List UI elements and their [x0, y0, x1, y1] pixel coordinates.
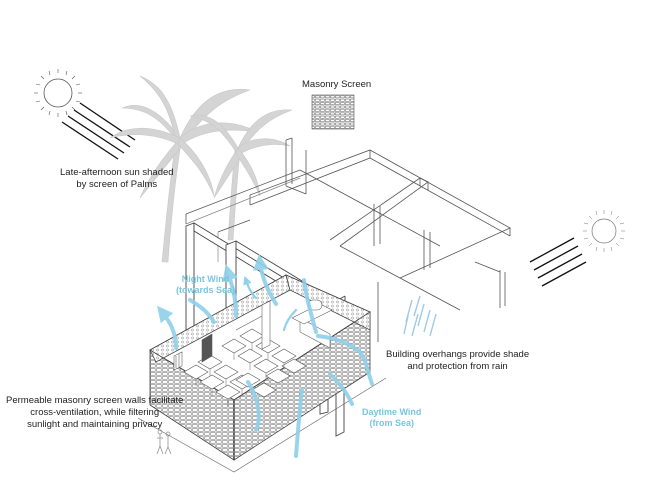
night-wind-label: Night Wind (towards Sea): [176, 274, 236, 295]
overhangs-label: Building overhangs provide shade and pro…: [386, 349, 530, 372]
roof-frame: [185, 137, 511, 342]
wind-arrow-thin: [243, 275, 298, 332]
building-base: [137, 274, 387, 473]
masonry-screen-sample: [311, 94, 355, 130]
rain-icon: [403, 295, 437, 337]
daytime-wind-label: Daytime Wind (from Sea): [362, 407, 422, 428]
permeable-walls-label: Permeable masonry screen walls facilitat…: [6, 395, 184, 430]
sun-icon: [34, 69, 82, 117]
sun-icon: [583, 210, 625, 252]
person-icon: [156, 429, 172, 455]
wind-arrow-icon: [157, 254, 374, 458]
palms-label: Late-afternoon sun shaded by screen of P…: [60, 167, 174, 190]
sun-rays-icon: [529, 237, 587, 287]
palm-tree-icon: [109, 75, 293, 263]
masonry-screen-label: Masonry Screen: [302, 79, 372, 90]
